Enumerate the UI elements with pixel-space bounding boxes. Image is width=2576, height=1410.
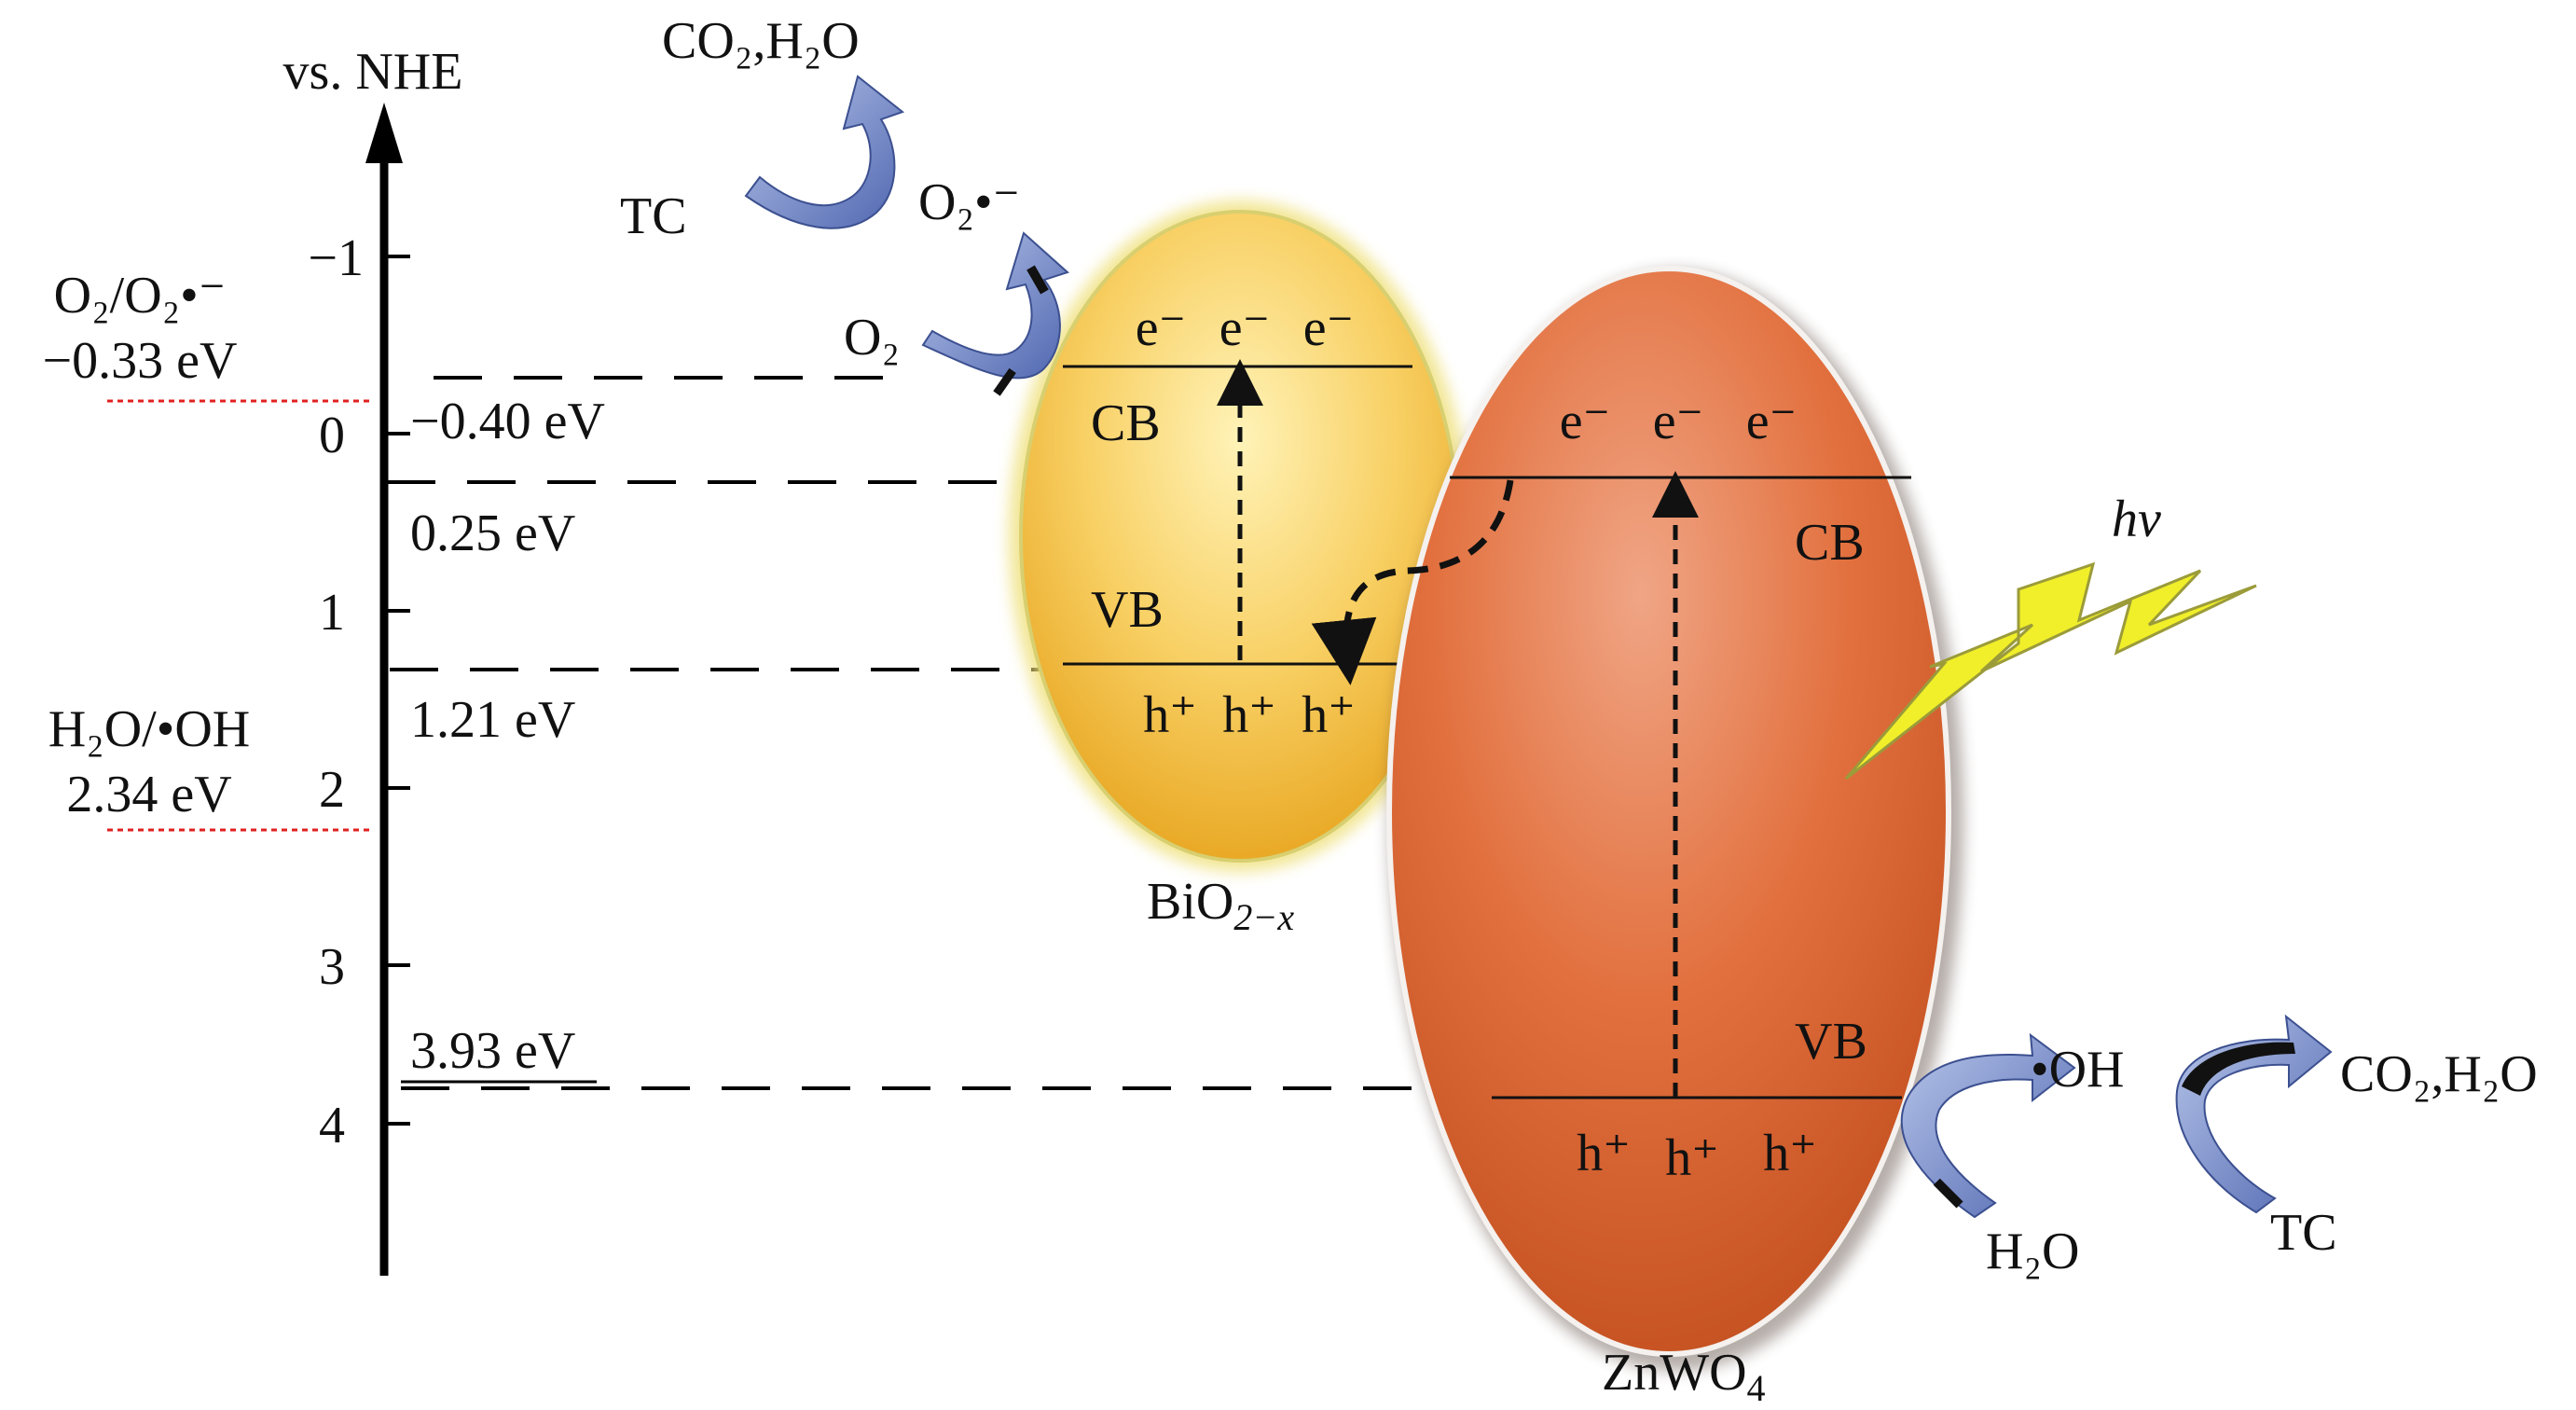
arrow-band (1933, 1178, 1963, 1209)
redox-couple-o2: O₂/O₂•⁻ (54, 267, 227, 325)
level-label-bio2x-cb: −0.40 eV (410, 393, 605, 450)
tick-label: 2 (319, 761, 345, 819)
h2o-to-hydroxyl-arrow (1900, 1032, 2076, 1219)
electron: e⁻ (1653, 393, 1703, 450)
bio2x-cb-label: CB (1091, 394, 1161, 452)
redox-potential-h2o: 2.34 eV (66, 766, 231, 823)
hole: h⁺ (1665, 1129, 1719, 1187)
species-h2o: H₂O (1986, 1223, 2079, 1280)
axis-ticks: −1 0 1 2 3 4 (308, 229, 410, 1154)
hole: h⁺ (1222, 686, 1276, 744)
znwo4-vb-label: VB (1795, 1013, 1867, 1071)
redox-o2-reference: O₂/O₂•⁻ −0.33 eV (43, 267, 373, 403)
znwo4-name: ZnWO4 (1602, 1344, 1766, 1409)
light-irradiation: hv (1844, 491, 2257, 781)
znwo4-ellipse (1386, 266, 1951, 1357)
level-label-znwo4-cb: 0.25 eV (410, 505, 575, 562)
potential-axis: vs. NHE −1 0 1 2 3 4 (283, 43, 463, 1276)
redox-h2o-reference: H₂O/•OH 2.34 eV (48, 700, 373, 832)
bio2x-name: BiO2−x (1147, 873, 1294, 938)
light-label: hv (2112, 491, 2161, 548)
tc-to-co2-arrow (744, 75, 905, 229)
charge-transfer-arrow (1311, 479, 1514, 685)
level-label-bio2x-vb: 1.21 eV (410, 691, 575, 749)
bio2x-particle: CB VB e⁻ e⁻ e⁻ h⁺ h⁺ h⁺ BiO2−x (1009, 200, 1471, 938)
arrow-shadow-band (2182, 1042, 2295, 1096)
reduction-pathway: O₂ O₂•⁻ TC CO₂,H₂O (620, 12, 1069, 396)
electron: e⁻ (1219, 299, 1270, 357)
tick-label: −1 (308, 229, 364, 287)
arrow-band (1026, 265, 1049, 295)
oxidation-pathway: •OH H₂O TC CO₂,H₂O (1900, 1014, 2538, 1280)
species-o2: O₂ (844, 309, 900, 366)
species-tc: TC (620, 187, 687, 245)
o2-to-superoxide-arrow (921, 231, 1069, 380)
redox-couple-h2o: H₂O/•OH (48, 700, 250, 758)
electron: e⁻ (1560, 393, 1610, 450)
znwo4-cb-label: CB (1795, 514, 1865, 572)
species-tc: TC (2270, 1204, 2337, 1262)
lightning-bolt-icon (1844, 561, 2257, 781)
hole: h⁺ (1763, 1125, 1817, 1182)
bio2x-vb-label: VB (1091, 581, 1164, 639)
redox-potential-o2: −0.33 eV (43, 332, 238, 390)
energy-level-guides (387, 376, 1604, 1090)
electron: e⁻ (1303, 299, 1354, 357)
hole: h⁺ (1302, 686, 1356, 744)
level-label-znwo4-vb: 3.93 eV (410, 1022, 575, 1080)
tick-label: 1 (319, 584, 345, 642)
znwo4-particle: CB VB e⁻ e⁻ e⁻ h⁺ h⁺ h⁺ ZnWO4 (1386, 266, 1963, 1409)
electron: e⁻ (1136, 299, 1186, 357)
arrow-band (993, 367, 1016, 396)
tick-label: 0 (319, 407, 345, 464)
hole: h⁺ (1577, 1125, 1631, 1182)
electron: e⁻ (1746, 393, 1797, 450)
product-co2-h2o: CO₂,H₂O (662, 12, 860, 70)
tick-label: 4 (319, 1097, 345, 1154)
tick-label: 3 (319, 938, 345, 996)
species-hydroxyl: •OH (2031, 1041, 2125, 1099)
species-superoxide: O₂•⁻ (918, 173, 1020, 231)
axis-label: vs. NHE (283, 43, 463, 101)
axis-arrowhead (365, 103, 403, 163)
product-co2-h2o: CO₂,H₂O (2340, 1045, 2538, 1103)
hole: h⁺ (1143, 686, 1197, 744)
